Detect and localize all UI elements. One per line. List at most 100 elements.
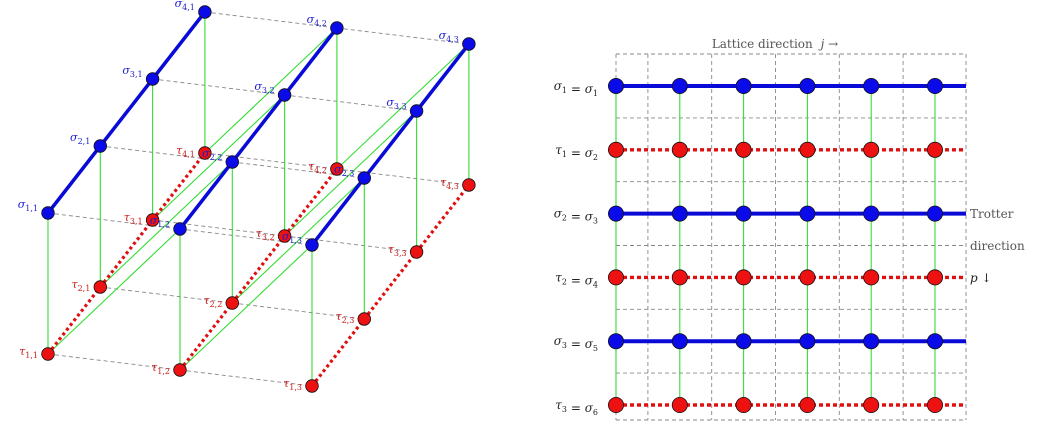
tau-chain-segment	[283, 168, 339, 237]
sigma-node	[863, 78, 880, 95]
tau-node	[305, 379, 319, 393]
diagonal-coupling-line	[47, 228, 181, 355]
tau-node	[735, 141, 752, 158]
tau-node-label: τ4,3	[440, 176, 459, 191]
tau-chain-segment	[99, 219, 154, 288]
row-label: τ2 = σ4	[555, 270, 598, 289]
sigma-node-label: σ1,2	[150, 214, 170, 229]
sigma-node	[173, 222, 187, 236]
sigma-plane-guide	[100, 145, 233, 163]
tau-node-label: τ2,3	[335, 310, 354, 325]
sigma-chain-segment	[283, 26, 339, 97]
tau-node	[173, 363, 187, 377]
sigma-node	[198, 5, 212, 19]
diagonal-coupling-line	[284, 110, 417, 237]
sigma-plane-guide	[284, 94, 417, 112]
sigma-plane-guide	[336, 27, 469, 45]
tau-plane-guide	[47, 353, 181, 371]
sigma-node	[277, 88, 292, 102]
sigma-chain-segment	[46, 144, 102, 215]
sigma-node	[608, 78, 625, 95]
sigma-node-label: σ2,2	[202, 147, 222, 162]
sigma-node	[409, 104, 424, 118]
tau-plane-guide	[100, 286, 233, 304]
tau-node	[409, 245, 424, 259]
tau-chain-segment	[231, 235, 286, 304]
sigma-plane-guide	[232, 161, 365, 179]
sigma-node	[462, 37, 476, 51]
diagonal-coupling-line	[231, 177, 365, 304]
tau-node	[671, 396, 688, 413]
tau-node-label: τ3,3	[388, 243, 407, 258]
tau-node	[198, 146, 212, 160]
tau-node-label: τ2,2	[203, 294, 222, 309]
row-label: σ1 = σ1	[554, 79, 598, 98]
row-label: σ2 = σ3	[554, 207, 598, 226]
tau-plane-guide	[179, 369, 313, 387]
tau-plane-guide	[336, 168, 469, 186]
tau-node-label: τ4,1	[176, 144, 195, 159]
tau-node	[608, 269, 625, 286]
sigma-node-label: σ2,3	[334, 163, 354, 178]
sigma-node	[863, 205, 880, 222]
sigma-node	[735, 78, 752, 95]
sigma-node	[799, 333, 816, 350]
sigma-chain-segment	[310, 176, 366, 247]
row-label: τ3 = σ6	[555, 398, 598, 417]
sigma-node-label: σ4,1	[175, 0, 195, 12]
sigma-node-label: σ3,3	[386, 96, 406, 111]
sigma-node	[927, 333, 944, 350]
sigma-node	[671, 78, 688, 95]
tau-chain-segment	[415, 184, 471, 253]
tau-node-label: τ1,3	[283, 377, 302, 392]
tau-node	[799, 141, 816, 158]
lattice-direction-label: Lattice direction j →	[712, 37, 838, 51]
sigma-node-label: σ3,1	[122, 64, 142, 79]
tau-node-label: τ3,1	[124, 211, 143, 226]
sigma-node	[735, 333, 752, 350]
tau-node	[863, 396, 880, 413]
sigma-node	[799, 78, 816, 95]
tau-chain-segment	[178, 302, 234, 371]
trotter-label: Trotter	[970, 207, 1014, 221]
sigma-node	[863, 333, 880, 350]
tau-node	[799, 396, 816, 413]
sigma-node-label: σ4,3	[439, 29, 459, 44]
tau-plane-guide	[204, 152, 337, 170]
tau-node	[41, 347, 55, 361]
sigma-node	[608, 333, 625, 350]
tau-plane-guide	[232, 302, 365, 320]
tau-node	[357, 312, 372, 326]
sigma-node-label: σ1,3	[282, 230, 302, 245]
sigma-chain-segment	[230, 93, 286, 164]
tau-node	[671, 269, 688, 286]
tau-node	[863, 141, 880, 158]
tau-chain-segment	[363, 251, 418, 320]
sigma-node	[145, 72, 160, 86]
tau-chain-segment	[46, 286, 102, 355]
sigma-node	[799, 205, 816, 222]
tau-node	[671, 141, 688, 158]
sigma-node	[671, 205, 688, 222]
tau-chain-segment	[151, 152, 207, 221]
diagonal-coupling-line	[99, 161, 233, 288]
tau-node-label: τ3,2	[256, 227, 275, 242]
tau-node	[462, 178, 476, 192]
tau-plane-guide	[284, 235, 417, 253]
row-label: τ1 = σ2	[555, 143, 598, 162]
sigma-node-label: σ2,1	[70, 131, 90, 146]
sigma-plane-guide	[152, 78, 285, 96]
tau-node-label: τ4,2	[308, 160, 327, 175]
sigma-node	[225, 155, 240, 169]
sigma-plane-guide	[47, 212, 181, 230]
tau-node	[608, 141, 625, 158]
sigma-node	[671, 333, 688, 350]
sigma-node	[357, 171, 372, 185]
direction-label: direction	[970, 239, 1025, 253]
sigma-node-label: σ4,2	[307, 13, 327, 28]
sigma-node	[927, 78, 944, 95]
tau-node	[225, 296, 240, 310]
tau-node	[93, 280, 108, 294]
